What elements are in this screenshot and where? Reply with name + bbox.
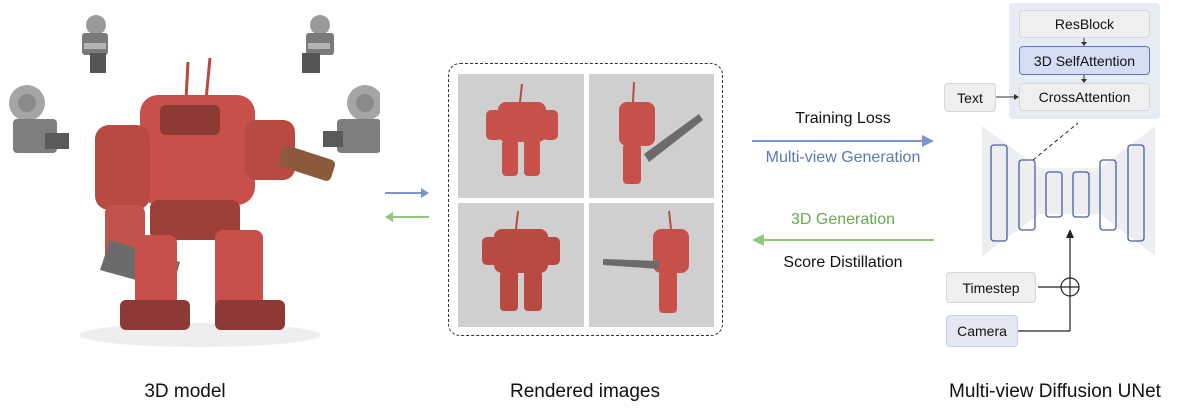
forward-arrow	[752, 135, 934, 147]
small-arrows	[385, 188, 429, 222]
training-loss-label: Training Loss	[795, 110, 891, 127]
camera-icon	[82, 15, 108, 73]
rendered-images-frame	[448, 63, 723, 336]
timestep-input-box: Timestep	[946, 272, 1036, 303]
rendered-view-front	[458, 74, 584, 198]
robot-model	[80, 57, 336, 347]
camera-icon	[323, 85, 380, 153]
camera-input-box: Camera	[946, 315, 1018, 347]
self-attention-box: 3D SelfAttention	[1019, 46, 1150, 75]
rendered-view-other-side	[589, 203, 714, 327]
caption-unet: Multi-view Diffusion UNet	[949, 381, 1161, 402]
unet-diagram	[982, 38, 1155, 332]
cross-attention-box: CrossAttention	[1019, 83, 1150, 111]
resblock-box: ResBlock	[1019, 10, 1150, 38]
caption-rendered-images: Rendered images	[510, 381, 660, 402]
rendered-view-side	[589, 74, 714, 198]
text-input-box: Text	[944, 83, 996, 112]
robot-scene	[9, 15, 380, 347]
camera-icon	[9, 85, 69, 153]
caption-3d-model: 3D model	[144, 381, 226, 402]
camera-icon	[302, 15, 334, 73]
rendered-view-back	[458, 203, 584, 327]
score-distillation-label: Score Distillation	[783, 254, 903, 271]
3d-generation-label: 3D Generation	[790, 211, 896, 228]
multiview-generation-label: Multi-view Generation	[765, 149, 921, 166]
backward-arrow	[752, 234, 934, 246]
